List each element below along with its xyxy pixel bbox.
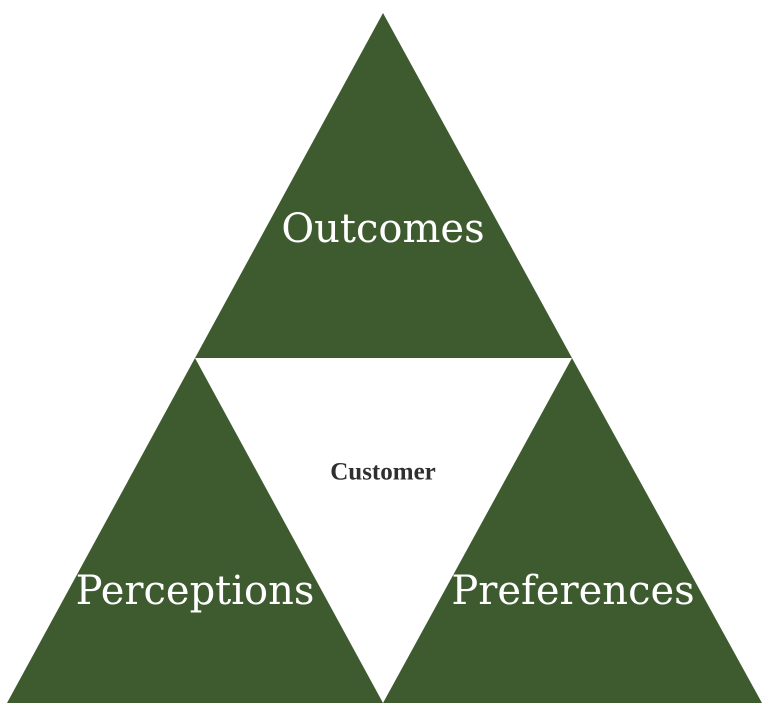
triangle-outcomes bbox=[195, 13, 572, 358]
label-outcomes: Outcomes bbox=[281, 206, 484, 252]
triangle-perceptions bbox=[7, 358, 383, 703]
label-preferences: Preferences bbox=[451, 568, 694, 614]
triangle-preferences bbox=[383, 358, 762, 703]
label-customer: Customer bbox=[330, 459, 436, 486]
label-perceptions: Perceptions bbox=[76, 568, 315, 614]
